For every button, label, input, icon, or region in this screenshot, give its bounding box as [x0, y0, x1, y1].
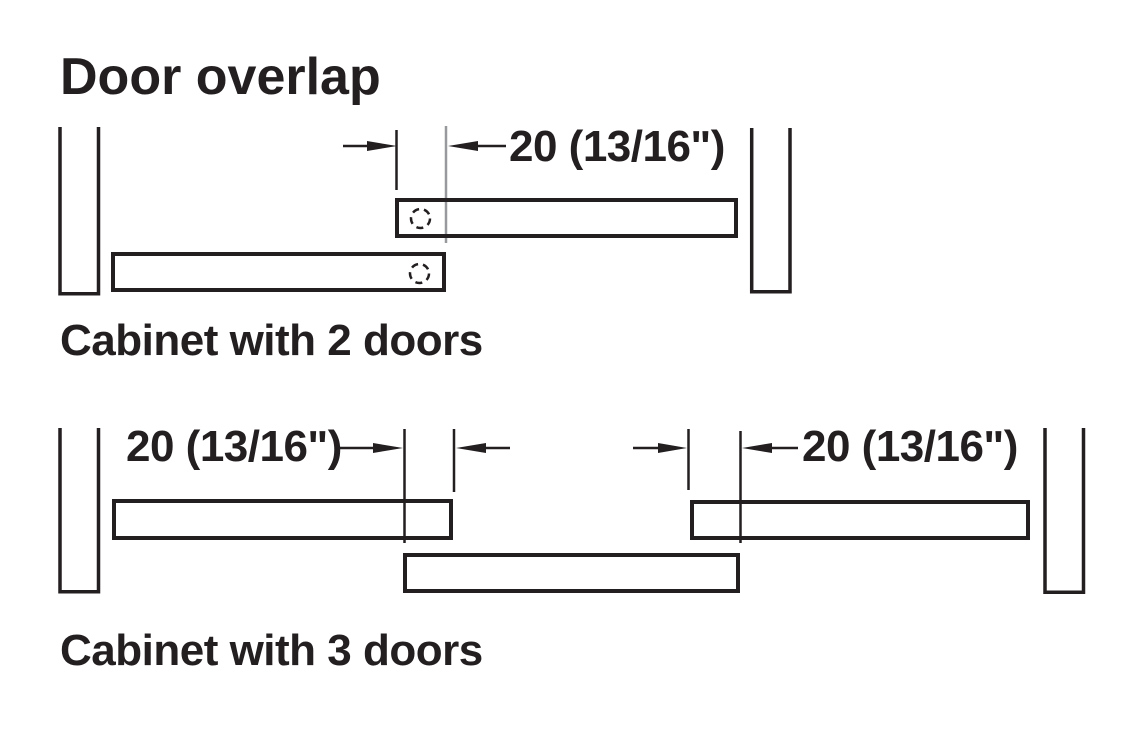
side-panel-right — [1043, 428, 1086, 594]
dimension-arrowhead-left — [373, 443, 403, 453]
page-title: Door overlap — [60, 48, 381, 106]
dimension-arrowhead-left-2 — [658, 443, 687, 453]
side-panel-left — [58, 127, 101, 296]
dimension-label-3door-right-overlap: 20 (13/16") — [802, 422, 1018, 471]
dimension-label-2door-overlap: 20 (13/16") — [509, 122, 725, 171]
dimension-arrowhead-right-2 — [742, 443, 772, 453]
door-left — [111, 252, 446, 292]
cabinet-3-doors-drawing — [58, 428, 1086, 594]
dimension-label-3door-left-overlap: 20 (13/16") — [126, 422, 342, 471]
door-right — [395, 198, 738, 238]
caption-cabinet-2-doors: Cabinet with 2 doors — [60, 316, 483, 365]
door-left — [112, 499, 453, 540]
door-right-outline — [395, 198, 738, 238]
dimension-arrowhead-right — [456, 443, 486, 453]
dimension-arrowhead-left — [367, 141, 397, 151]
door-middle — [403, 553, 740, 593]
side-panel-right — [749, 128, 792, 294]
hinge-marker-left-door — [408, 262, 431, 285]
hinge-marker-right-door — [409, 207, 432, 230]
cabinet-2-doors-drawing — [58, 126, 792, 296]
side-panel-left — [58, 428, 101, 594]
door-right — [690, 500, 1030, 540]
caption-cabinet-3-doors: Cabinet with 3 doors — [60, 626, 483, 675]
dimension-arrowhead-right — [448, 141, 478, 151]
